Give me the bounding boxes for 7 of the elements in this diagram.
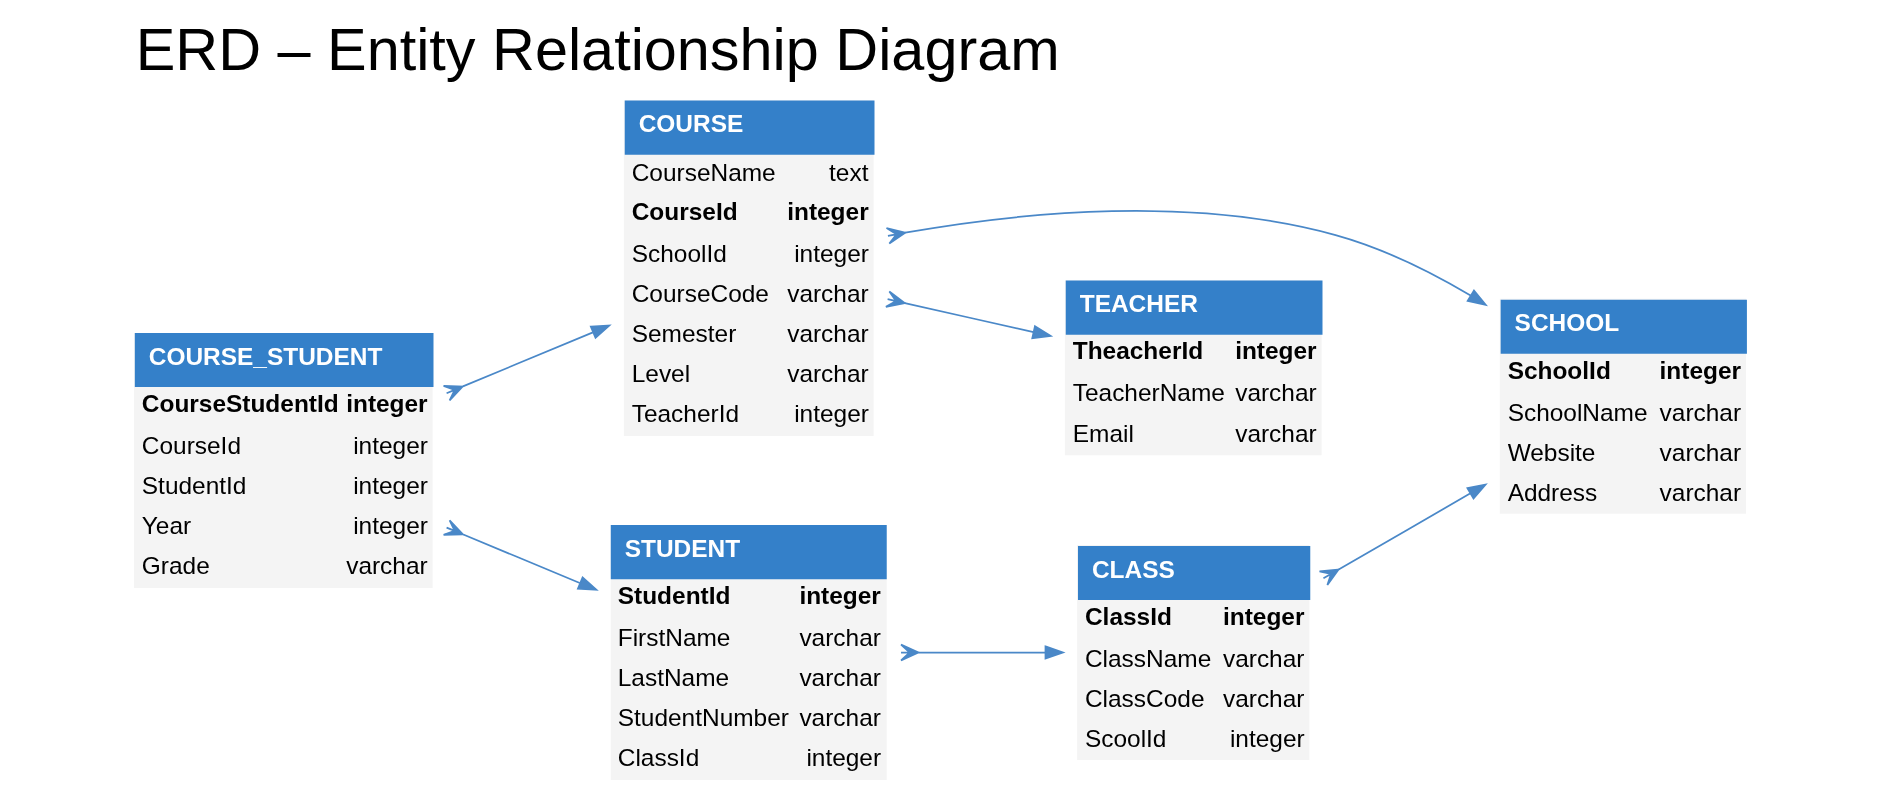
arrow [885, 290, 1054, 340]
diagram-title: ERD – Entity Relationship Diagram [135, 15, 1060, 83]
arrow [900, 643, 1066, 662]
arrow [442, 519, 599, 591]
arrow [885, 210, 1488, 307]
arrow [1318, 483, 1488, 586]
arrow [442, 324, 612, 402]
